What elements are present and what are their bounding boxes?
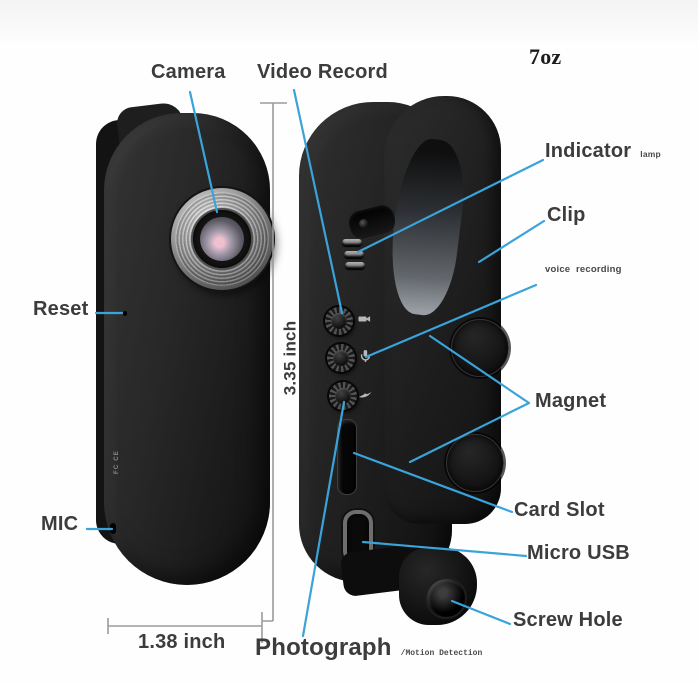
label-photograph-main: Photograph (255, 634, 392, 661)
card-slot-opening (337, 419, 357, 495)
background-tint (0, 0, 698, 46)
reset-pinhole (123, 311, 127, 316)
label-photograph: Photograph /Motion Detection (255, 634, 483, 661)
indicator-lamp-dot (358, 218, 370, 230)
indicator-slot (342, 239, 362, 246)
front-device-body (104, 113, 270, 585)
label-indicator: Indicator lamp (545, 140, 661, 162)
label-video-record: Video Record (257, 61, 388, 83)
label-micro-usb: Micro USB (527, 542, 630, 564)
photograph-button (329, 382, 357, 410)
label-indicator-sub: lamp (640, 149, 661, 159)
camera-lens-glass (200, 217, 244, 261)
label-reset: Reset (33, 298, 89, 320)
magnet-lower (446, 434, 504, 492)
label-photograph-sub: /Motion Detection (400, 649, 483, 658)
microphone-icon (358, 349, 373, 363)
label-camera: Camera (151, 61, 226, 83)
video-camera-icon (358, 312, 373, 326)
indicator-slot (344, 251, 364, 258)
screw-hole-opening (425, 577, 467, 619)
label-indicator-main: Indicator (545, 140, 632, 162)
mic-opening (110, 523, 116, 534)
magnet-upper (451, 319, 509, 377)
label-screw-hole: Screw Hole (513, 609, 623, 631)
label-clip: Clip (547, 204, 586, 226)
label-voice-recording: voice recording (545, 264, 622, 275)
video-record-button (325, 307, 353, 335)
label-weight: 7oz (529, 44, 562, 69)
dimension-width: 1.38 inch (138, 631, 226, 653)
certification-marking: FC CE (114, 450, 120, 474)
label-card-slot: Card Slot (514, 499, 605, 521)
dimension-height: 3.35 inch (280, 320, 300, 396)
label-magnet: Magnet (535, 390, 607, 412)
voice-record-button (327, 344, 355, 372)
camera-lens (171, 188, 273, 290)
label-mic: MIC (41, 513, 79, 535)
swoosh-icon (358, 387, 373, 401)
indicator-slot (345, 262, 365, 269)
